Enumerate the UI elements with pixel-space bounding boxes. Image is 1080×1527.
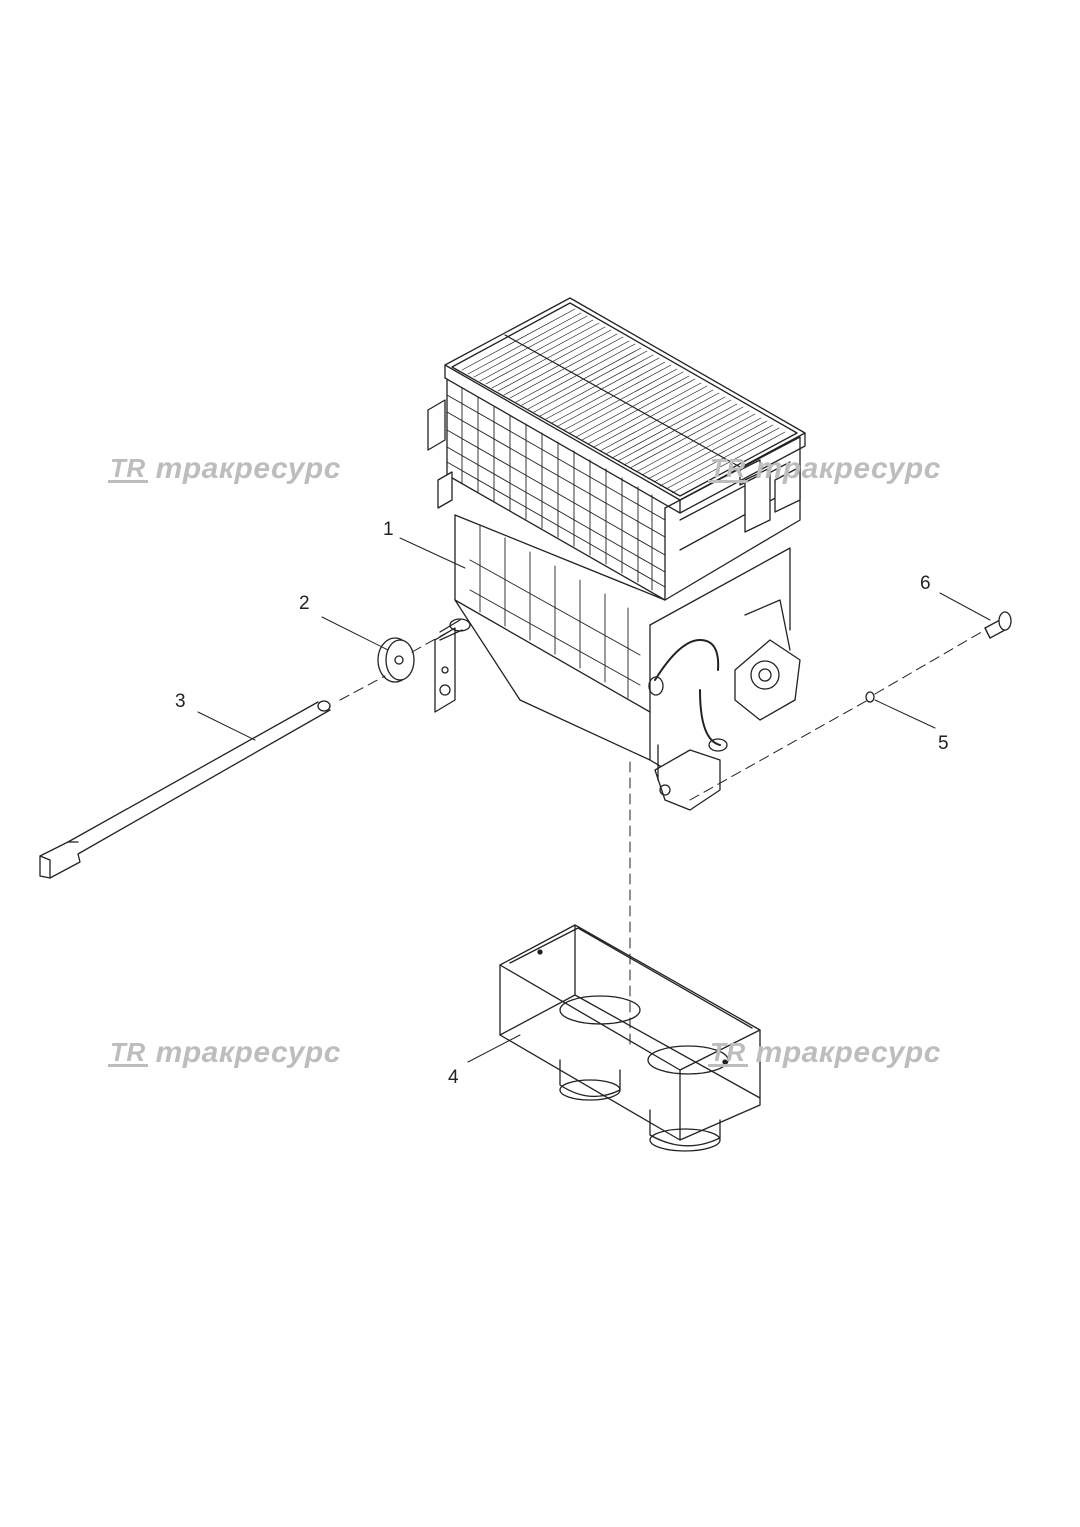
callout-2: 2 — [299, 593, 310, 614]
callout-1: 1 — [383, 519, 394, 540]
leader-lines — [197, 537, 991, 1063]
part-6-screw — [984, 611, 1012, 639]
callout-3: 3 — [175, 691, 186, 712]
part-4-duct-box — [499, 924, 761, 1152]
callout-4: 4 — [448, 1067, 459, 1088]
part-5-washer — [865, 691, 875, 703]
callout-5: 5 — [938, 733, 949, 754]
part-1-housing — [427, 297, 806, 811]
callout-6: 6 — [920, 573, 931, 594]
assembly-lines — [339, 629, 986, 1051]
part-3-rod — [39, 700, 331, 879]
part-2-grommet — [377, 637, 415, 683]
